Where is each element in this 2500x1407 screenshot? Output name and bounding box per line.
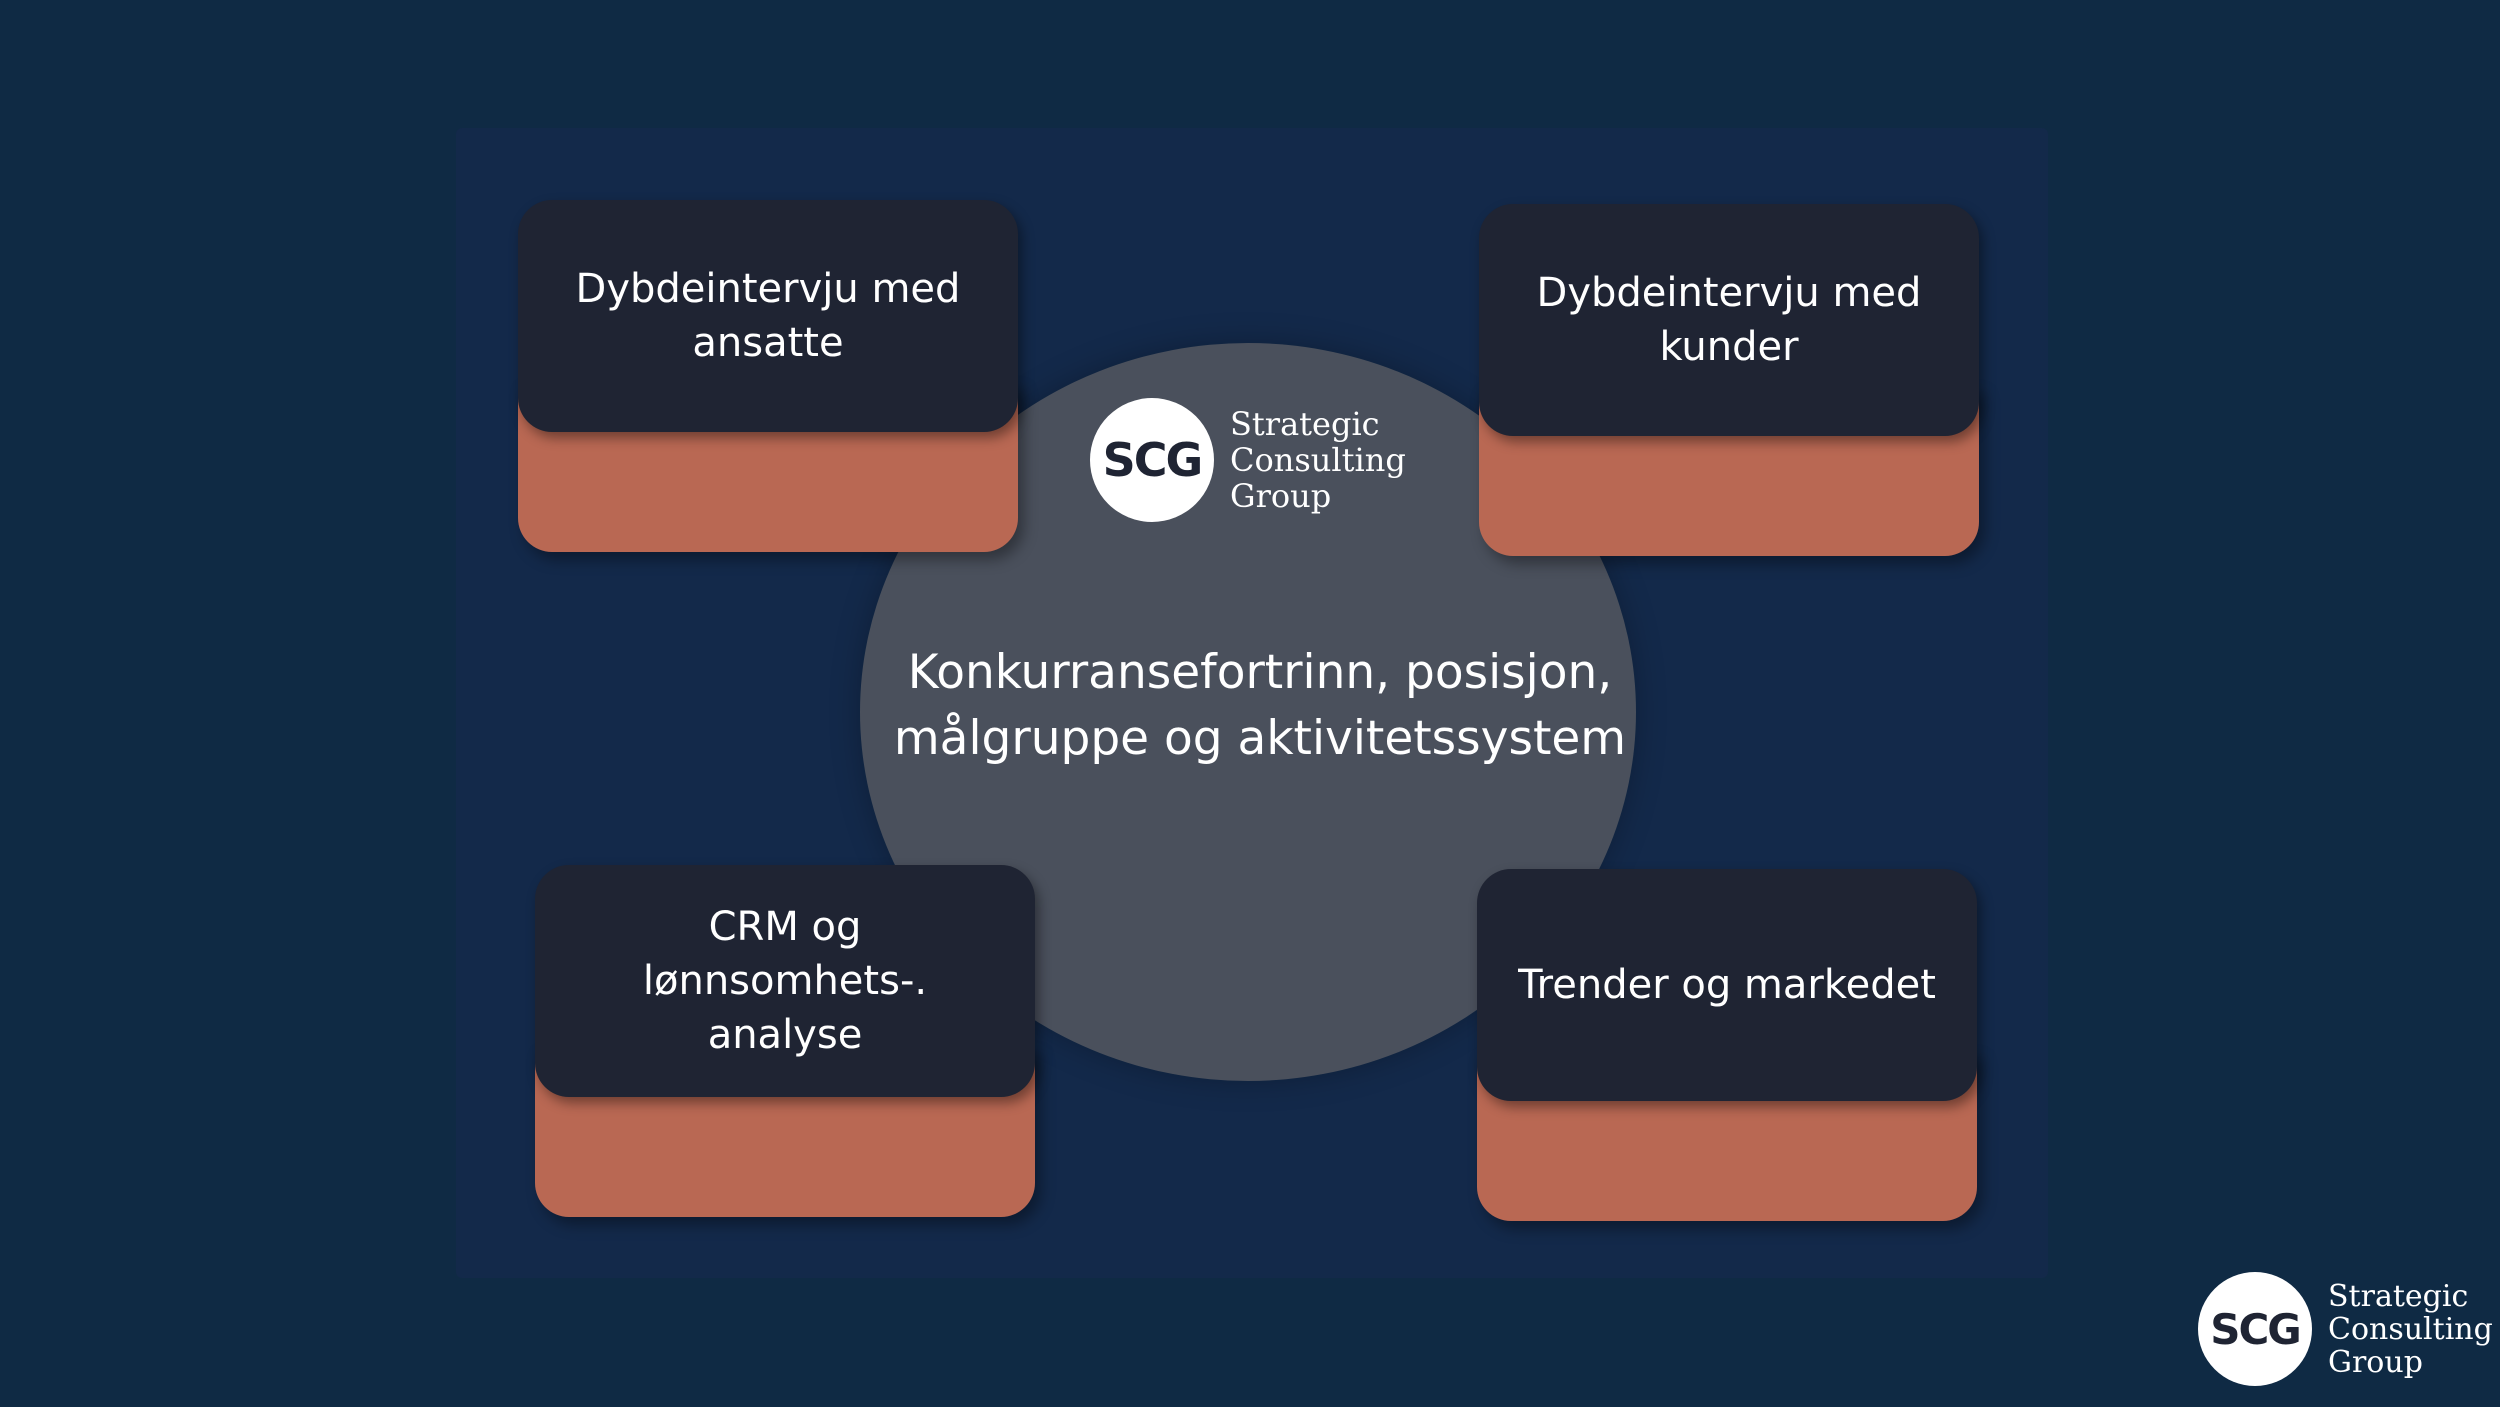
logo-line-3: Group	[2328, 1344, 2423, 1380]
logo-line-2: Consulting	[1230, 441, 1406, 479]
card-top: Dybdeintervju med kunder	[1479, 204, 1979, 436]
logo-line-1: Strategic	[2328, 1278, 2469, 1314]
scg-logo-wordmark: Strategic Consulting Group	[1230, 406, 1406, 514]
scg-logo-corner: SCG Strategic Consulting Group	[2198, 1272, 2493, 1386]
card-employee-interviews: Dybdeintervju med ansatte	[518, 200, 1018, 552]
logo-line-1: Strategic	[1230, 405, 1380, 443]
card-top: CRM og lønnsomhets-. analyse	[535, 865, 1035, 1097]
card-customer-interviews: Dybdeintervju med kunder	[1479, 204, 1979, 556]
card-label: CRM og lønnsomhets-. analyse	[642, 904, 928, 1058]
scg-logo-badge: SCG	[1090, 398, 1214, 522]
card-top: Dybdeintervju med ansatte	[518, 200, 1018, 432]
card-crm-analysis: CRM og lønnsomhets-. analyse	[535, 865, 1035, 1217]
card-label: Trender og markedet	[1518, 962, 1936, 1008]
logo-line-2: Consulting	[2328, 1311, 2493, 1347]
card-trends-market: Trender og markedet	[1477, 869, 1977, 1221]
card-label: Dybdeintervju med kunder	[1536, 270, 1922, 370]
card-label: Dybdeintervju med ansatte	[575, 266, 961, 366]
card-top: Trender og markedet	[1477, 869, 1977, 1101]
logo-line-3: Group	[1230, 477, 1332, 515]
center-text: Konkurransefortrinn, posisjon, målgruppe…	[893, 645, 1627, 766]
scg-logo-wordmark: Strategic Consulting Group	[2328, 1280, 2493, 1379]
scg-logo-badge: SCG	[2198, 1272, 2312, 1386]
scg-logo-center: SCG Strategic Consulting Group	[1090, 398, 1406, 522]
